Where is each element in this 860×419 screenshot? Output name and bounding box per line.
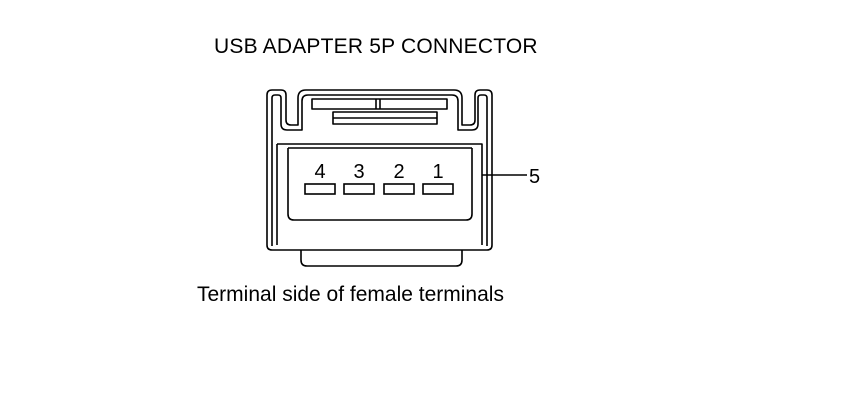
- pin-2-contact: [383, 183, 415, 195]
- pin-2-label: 2: [393, 161, 404, 183]
- connector-housing-outline: [266, 89, 493, 251]
- pin-4-label: 4: [314, 161, 325, 183]
- pin-4-contact: [304, 183, 336, 195]
- terminal-inner-wall: [287, 148, 473, 221]
- connector-housing-inner: [271, 94, 488, 246]
- pin-3-contact: [343, 183, 375, 195]
- pin-1-contact: [422, 183, 454, 195]
- shield-callout-label: 5: [529, 166, 540, 188]
- bottom-lip: [300, 250, 463, 267]
- connector-title: USB ADAPTER 5P CONNECTOR: [214, 35, 538, 58]
- pin-1-label: 1: [432, 161, 443, 183]
- pin-3-label: 3: [353, 161, 364, 183]
- terminal-side-caption: Terminal side of female terminals: [197, 283, 504, 306]
- terminal-cavity: [277, 143, 483, 245]
